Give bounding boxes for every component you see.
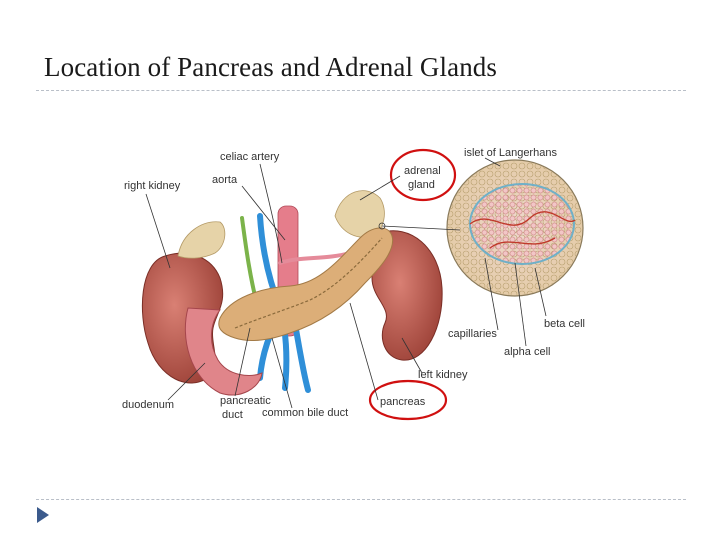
anatomy-figure: celiac artery aorta right kidney adrenal… (110, 138, 610, 438)
label-pancreatic-1: pancreatic (220, 395, 271, 407)
label-islet: islet of Langerhans (464, 147, 557, 159)
label-alpha-cell: alpha cell (504, 346, 550, 358)
magnification-line (381, 225, 461, 231)
islet-capillaries (469, 211, 576, 249)
leader-capillaries (484, 257, 499, 331)
label-adrenal-1: adrenal (404, 165, 441, 177)
leader-pancreas (349, 302, 379, 401)
left-kidney-shape (370, 230, 443, 361)
label-pancreas: pancreas (380, 396, 426, 408)
leader-aorta (241, 185, 286, 241)
leader-islet (484, 157, 501, 167)
label-celiac-artery: celiac artery (220, 151, 280, 163)
pancreas-adrenal-illustration: celiac artery aorta right kidney adrenal… (122, 147, 585, 421)
label-left-kidney: left kidney (418, 369, 468, 381)
label-common-bile-duct: common bile duct (262, 407, 348, 419)
label-capillaries: capillaries (448, 328, 497, 340)
label-aorta: aorta (212, 174, 238, 186)
leader-pancreatic-duct (234, 327, 251, 397)
leader-beta (534, 267, 547, 317)
bottom-divider (36, 499, 686, 500)
magnification-origin (378, 222, 386, 230)
label-right-kidney: right kidney (124, 180, 181, 192)
triangle-bullet-icon (37, 507, 49, 523)
left-adrenal-shape (334, 190, 385, 238)
leader-alpha (514, 262, 527, 347)
label-pancreatic-2: duct (222, 409, 243, 421)
leader-bile-duct (271, 337, 293, 409)
pancreas-shape (218, 227, 394, 341)
pancreatic-duct-shape (234, 237, 383, 329)
adrenal-highlight-ring (389, 148, 457, 202)
pancreas-highlight-ring (368, 379, 448, 421)
label-adrenal-2: gland (408, 179, 435, 191)
slide-title: Location of Pancreas and Adrenal Glands (44, 52, 497, 82)
right-adrenal-shape (177, 221, 226, 259)
leader-celiac (259, 163, 283, 264)
leader-duodenum (167, 362, 206, 401)
label-duodenum: duodenum (122, 399, 174, 411)
leader-left-kidney (401, 337, 423, 374)
leader-adrenal (359, 175, 401, 201)
top-divider (36, 90, 686, 91)
leader-right-kidney (145, 193, 171, 269)
duodenum-shape (184, 307, 263, 396)
label-beta-cell: beta cell (544, 318, 585, 330)
